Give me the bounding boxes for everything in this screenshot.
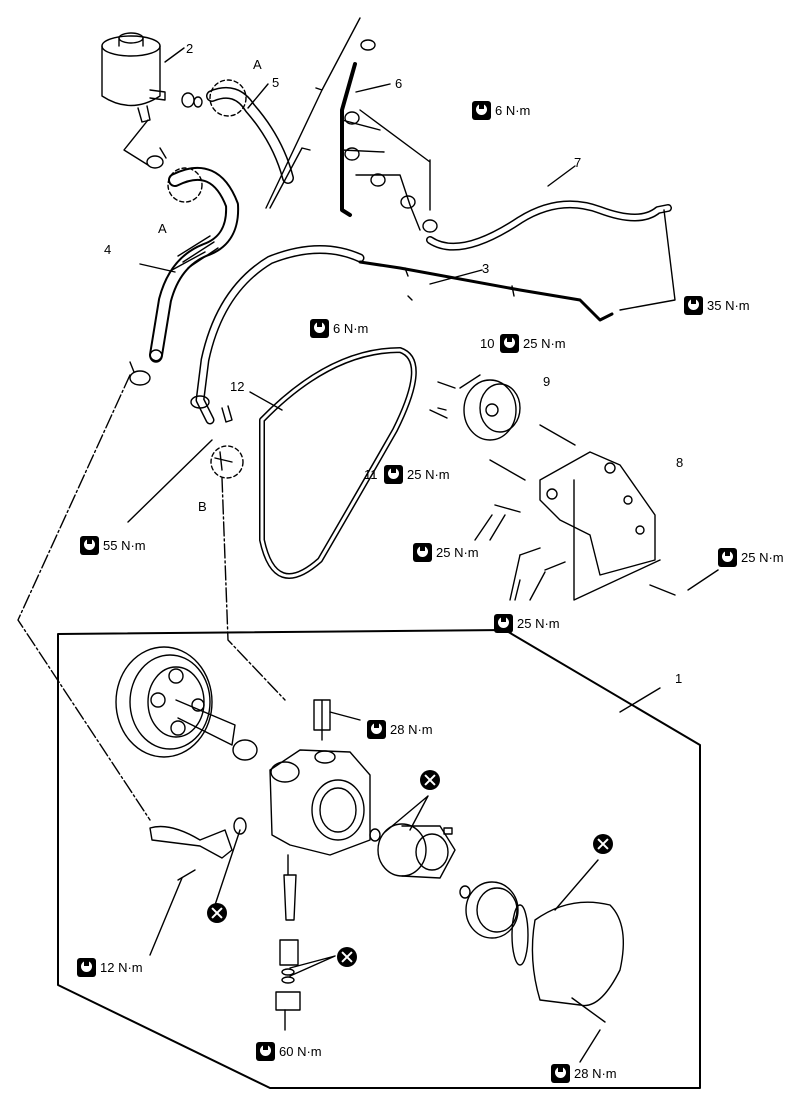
torque-wrench-icon	[310, 319, 329, 338]
torque-value: 35 N·m	[707, 298, 750, 313]
callout-7: 7	[574, 155, 582, 170]
torque-bracket-right: 25 N·m	[718, 548, 784, 567]
torque-11: 25 N·m	[384, 465, 450, 484]
torque-10: 25 N·m	[500, 334, 566, 353]
callout-6: 6	[395, 76, 403, 91]
bracket-8	[539, 451, 656, 576]
torque-wrench-icon	[413, 543, 432, 562]
rear-cover	[531, 901, 625, 1007]
callout-12: 12	[230, 379, 245, 394]
torque-wrench-icon	[256, 1042, 275, 1061]
rotor-cam	[369, 823, 471, 899]
pump-inlet	[149, 825, 233, 859]
do-not-reuse-icon	[420, 770, 440, 790]
callout-10: 10	[480, 336, 495, 351]
torque-value: 55 N·m	[103, 538, 146, 553]
torque-wrench-icon	[472, 101, 491, 120]
pump-pulley	[115, 646, 258, 761]
line-6-assembly	[340, 39, 438, 233]
torque-value: 28 N·m	[390, 722, 433, 737]
torque-60: 60 N·m	[256, 1042, 322, 1061]
do-not-reuse-icon	[207, 903, 227, 923]
detail-a-bottom: A	[158, 221, 167, 236]
callout-9: 9	[543, 374, 551, 389]
reservoir	[101, 32, 166, 123]
torque-wrench-icon	[367, 720, 386, 739]
pump-body	[233, 699, 371, 1011]
torque-6-upper: 6 N·m	[472, 101, 530, 120]
torque-wrench-icon	[77, 958, 96, 977]
line-3	[358, 260, 614, 322]
torque-wrench-icon	[80, 536, 99, 555]
torque-wrench-icon	[684, 296, 703, 315]
torque-bracket-left: 25 N·m	[413, 543, 479, 562]
torque-value: 28 N·m	[574, 1066, 617, 1081]
torque-bracket-bottom: 25 N·m	[494, 614, 560, 633]
torque-value: 12 N·m	[100, 960, 143, 975]
torque-wrench-icon	[384, 465, 403, 484]
line-7	[426, 200, 672, 251]
torque-value: 25 N·m	[436, 545, 479, 560]
leader-lines	[17, 47, 719, 821]
torque-35: 35 N·m	[684, 296, 750, 315]
detail-a-top: A	[253, 57, 262, 72]
torque-28-bottom: 28 N·m	[551, 1064, 617, 1083]
callout-3: 3	[482, 261, 490, 276]
callout-4: 4	[104, 242, 112, 257]
callout-2: 2	[186, 41, 194, 56]
callout-1: 1	[675, 671, 683, 686]
torque-wrench-icon	[551, 1064, 570, 1083]
torque-28-top: 28 N·m	[367, 720, 433, 739]
torque-6-lower: 6 N·m	[310, 319, 368, 338]
torque-wrench-icon	[494, 614, 513, 633]
oil-seal	[465, 881, 519, 939]
torque-value: 25 N·m	[523, 336, 566, 351]
torque-value: 6 N·m	[495, 103, 531, 118]
detail-b: B	[198, 499, 207, 514]
torque-value: 25 N·m	[741, 550, 784, 565]
torque-value: 60 N·m	[279, 1044, 322, 1059]
idler-pulley	[463, 379, 517, 441]
torque-12: 12 N·m	[77, 958, 143, 977]
do-not-reuse-icon	[337, 947, 357, 967]
clamps-top	[123, 92, 203, 169]
callout-11: 11	[364, 467, 378, 482]
torque-value: 25 N·m	[517, 616, 560, 631]
torque-value: 6 N·m	[333, 321, 369, 336]
torque-wrench-icon	[500, 334, 519, 353]
drive-belt	[259, 347, 417, 579]
do-not-reuse-icon	[593, 834, 613, 854]
torque-55: 55 N·m	[80, 536, 146, 555]
callout-8: 8	[676, 455, 684, 470]
torque-value: 25 N·m	[407, 467, 450, 482]
callout-5: 5	[272, 75, 280, 90]
torque-wrench-icon	[718, 548, 737, 567]
